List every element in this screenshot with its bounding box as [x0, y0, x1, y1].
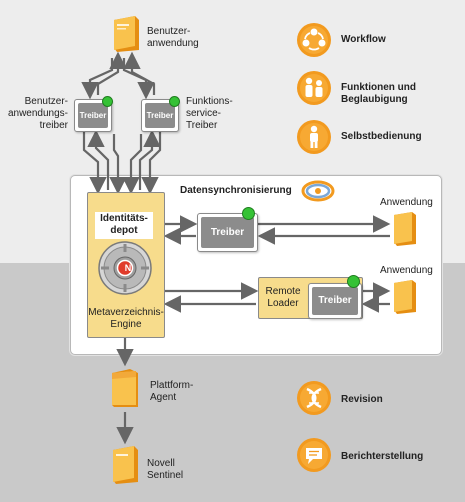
reporting-label: Berichterstellung — [341, 451, 424, 462]
self-service-person-icon — [297, 120, 331, 154]
identity-vault-label: Identitäts- depot — [95, 212, 153, 239]
remote-loader-label: Remote Loader — [265, 286, 301, 309]
application-2-label: Anwendung — [380, 265, 433, 276]
workflow-label: Workflow — [341, 34, 386, 45]
identity-vault-icon — [98, 241, 152, 295]
user-app-driver-label: Benutzer- anwendungs- treiber — [7, 96, 68, 131]
workflow-cycle-icon — [297, 23, 331, 57]
reporting-icon — [297, 438, 331, 472]
role-service-driver-status-icon — [169, 96, 180, 107]
roles-people-icon — [297, 71, 331, 105]
data-sync-title: Datensynchronisierung — [180, 185, 292, 196]
application-2-book-icon — [394, 280, 416, 314]
audit-icon — [297, 381, 331, 415]
role-service-driver-label: Funktions- service- Treiber — [186, 96, 233, 131]
user-app-driver-status-icon — [102, 96, 113, 107]
roles-attestation-label: Funktionen und Beglaubigung — [341, 82, 416, 105]
remote-driver[interactable]: Treiber — [308, 283, 362, 319]
main-driver-status-icon — [242, 207, 255, 220]
platform-agent-label: Plattform- Agent — [150, 380, 194, 403]
driver-label: Treiber — [201, 217, 254, 248]
platform-agent-folder-icon — [112, 369, 138, 407]
audit-label: Revision — [341, 394, 383, 405]
user-app-book-icon — [111, 14, 141, 57]
self-service-label: Selbstbedienung — [341, 131, 422, 142]
vault-emblem-letter: N — [124, 263, 132, 273]
metadirectory-engine-label: Metaverzeichnis- Engine — [88, 307, 164, 330]
remote-driver-status-icon — [347, 275, 360, 288]
novell-sentinel-label: Novell Sentinel — [147, 458, 184, 481]
driver-label: Treiber — [145, 103, 175, 128]
driver-label: Treiber — [312, 287, 358, 315]
application-1-label: Anwendung — [380, 197, 433, 208]
application-1-book-icon — [394, 212, 416, 246]
sync-arrows-icon — [301, 180, 335, 202]
novell-sentinel-book-icon — [113, 446, 138, 484]
user-app-label: Benutzer- anwendung — [147, 26, 199, 49]
driver-label: Treiber — [78, 103, 108, 128]
